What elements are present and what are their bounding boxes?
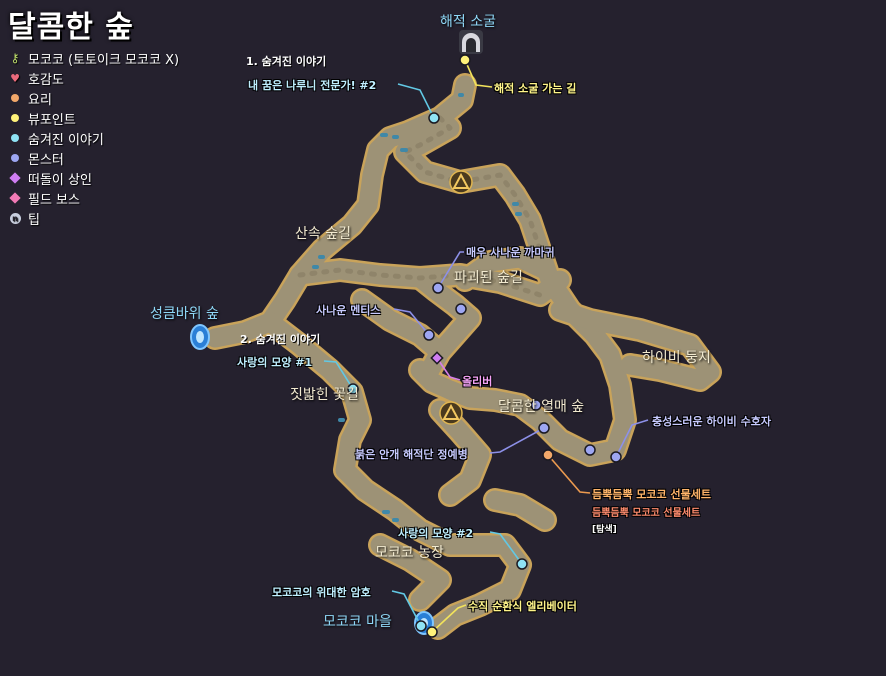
place-thorn-forest: 성큼바위 숲: [150, 306, 219, 322]
legend-label: 필드 보스: [28, 192, 80, 208]
map-markers: [347, 54, 622, 638]
place-mokoko-village: 모코코 마을: [323, 614, 392, 630]
dot-icon: [8, 131, 22, 145]
label-fierce-mantis: 사나운 멘티스: [316, 304, 381, 317]
key-icon: ⚷: [10, 51, 20, 65]
cooking-marker: [542, 449, 554, 461]
diamond-icon: [8, 191, 22, 205]
legend-item-cooking: 요리: [8, 88, 179, 108]
legend-item-field-boss: 필드 보스: [8, 188, 179, 208]
viewpoint-marker: [426, 626, 438, 638]
area-trampled-flowers: 짓밟힌 꽃길: [290, 387, 359, 403]
legend-label: 요리: [28, 92, 52, 108]
monster-marker: [432, 282, 444, 294]
hidden-story-marker: [415, 620, 427, 632]
monster-marker: [530, 399, 542, 411]
dot-icon: [8, 91, 22, 105]
legend: ⚷ 모코코 (토토이크 모코코 X) ♥ 호감도 요리 뷰포인트 숨겨진 이야기…: [8, 48, 179, 228]
legend-label: 몬스터: [28, 152, 64, 168]
monster-marker: [538, 422, 550, 434]
label-gift-set-sub: 듬뿍듬뿍 모코코 선물세트: [592, 508, 701, 519]
label-love-shape-2: 사랑의 모양 #2: [398, 527, 474, 540]
viewpoint-marker: [459, 54, 471, 66]
label-loyal-guardian: 충성스러운 하이비 수호자: [652, 415, 771, 428]
map-title: 달콤한 숲: [8, 10, 134, 45]
label-olive: 올리버: [462, 375, 493, 388]
label-explore: [탐색]: [592, 525, 617, 535]
legend-label: 숨겨진 이야기: [28, 132, 104, 148]
legend-item-rapport: ♥ 호감도: [8, 68, 179, 88]
hidden-story-note-1: 1. 숨겨진 이야기: [246, 55, 327, 68]
field-boss-triangle-icon: [449, 170, 473, 194]
label-red-bandit: 붉은 안개 해적단 정예병: [355, 448, 468, 461]
dot-icon: [8, 151, 22, 165]
legend-item-monster: 몬스터: [8, 148, 179, 168]
monster-marker: [584, 444, 596, 456]
label-my-dream: 내 꿈은 나루니 전문가! #2: [248, 79, 377, 92]
label-gift-set: 듬뿍듬뿍 모코코 선물세트: [592, 488, 711, 501]
merchant-marker: [430, 351, 444, 365]
label-fierce-crow: 매우 사나운 까마귀: [466, 246, 555, 259]
hidden-story-marker: [516, 558, 528, 570]
legend-item-tip: n 팁: [8, 208, 179, 228]
cave-icon: [459, 30, 483, 54]
dot-icon: [8, 111, 22, 125]
legend-item-mokoko: ⚷ 모코코 (토토이크 모코코 X): [8, 48, 179, 68]
legend-label: 팁: [28, 212, 40, 228]
legend-label: 모코코 (토토이크 모코코 X): [28, 52, 180, 68]
hidden-story-note-2: 2. 숨겨진 이야기: [240, 333, 321, 346]
path-network: [203, 73, 722, 640]
label-elevator: 수직 순환식 엘리베이터: [468, 600, 577, 613]
heart-icon: ♥: [10, 71, 20, 85]
hidden-story-marker: [347, 383, 359, 395]
legend-label: 호감도: [28, 72, 64, 88]
monster-marker: [610, 451, 622, 463]
area-mokoko-farm: 모코코 농장: [375, 545, 444, 561]
legend-label: 뷰포인트: [28, 112, 76, 128]
diamond-icon: [8, 171, 22, 185]
label-pirate-road: 해적 소굴 가는 길: [494, 82, 577, 95]
legend-item-hidden-story: 숨겨진 이야기: [8, 128, 179, 148]
area-mountain-path: 산속 숲길: [295, 226, 351, 242]
area-ruined-path: 파괴된 숲길: [454, 270, 523, 286]
legend-item-merchant: 떠돌이 상인: [8, 168, 179, 188]
legend-item-viewpoint: 뷰포인트: [8, 108, 179, 128]
label-love-shape-1: 사랑의 모양 #1: [237, 356, 313, 369]
tip-icon: n: [8, 211, 22, 225]
area-sweet-fruit-forest: 달콤한 열매 숲: [498, 399, 585, 415]
monster-marker: [455, 303, 467, 315]
monster-marker: [423, 329, 435, 341]
portal-icon: [190, 324, 210, 350]
label-great-code: 모코코의 위대한 암호: [272, 586, 371, 599]
area-hibi-nest: 하이비 둥지: [642, 350, 711, 366]
place-sea-cave: 해적 소굴: [440, 14, 496, 30]
water-marks: [312, 93, 522, 522]
leader-lines: [323, 59, 649, 633]
legend-label: 떠돌이 상인: [28, 172, 92, 188]
field-boss-triangle-icon: [439, 401, 463, 425]
hidden-story-marker: [428, 112, 440, 124]
